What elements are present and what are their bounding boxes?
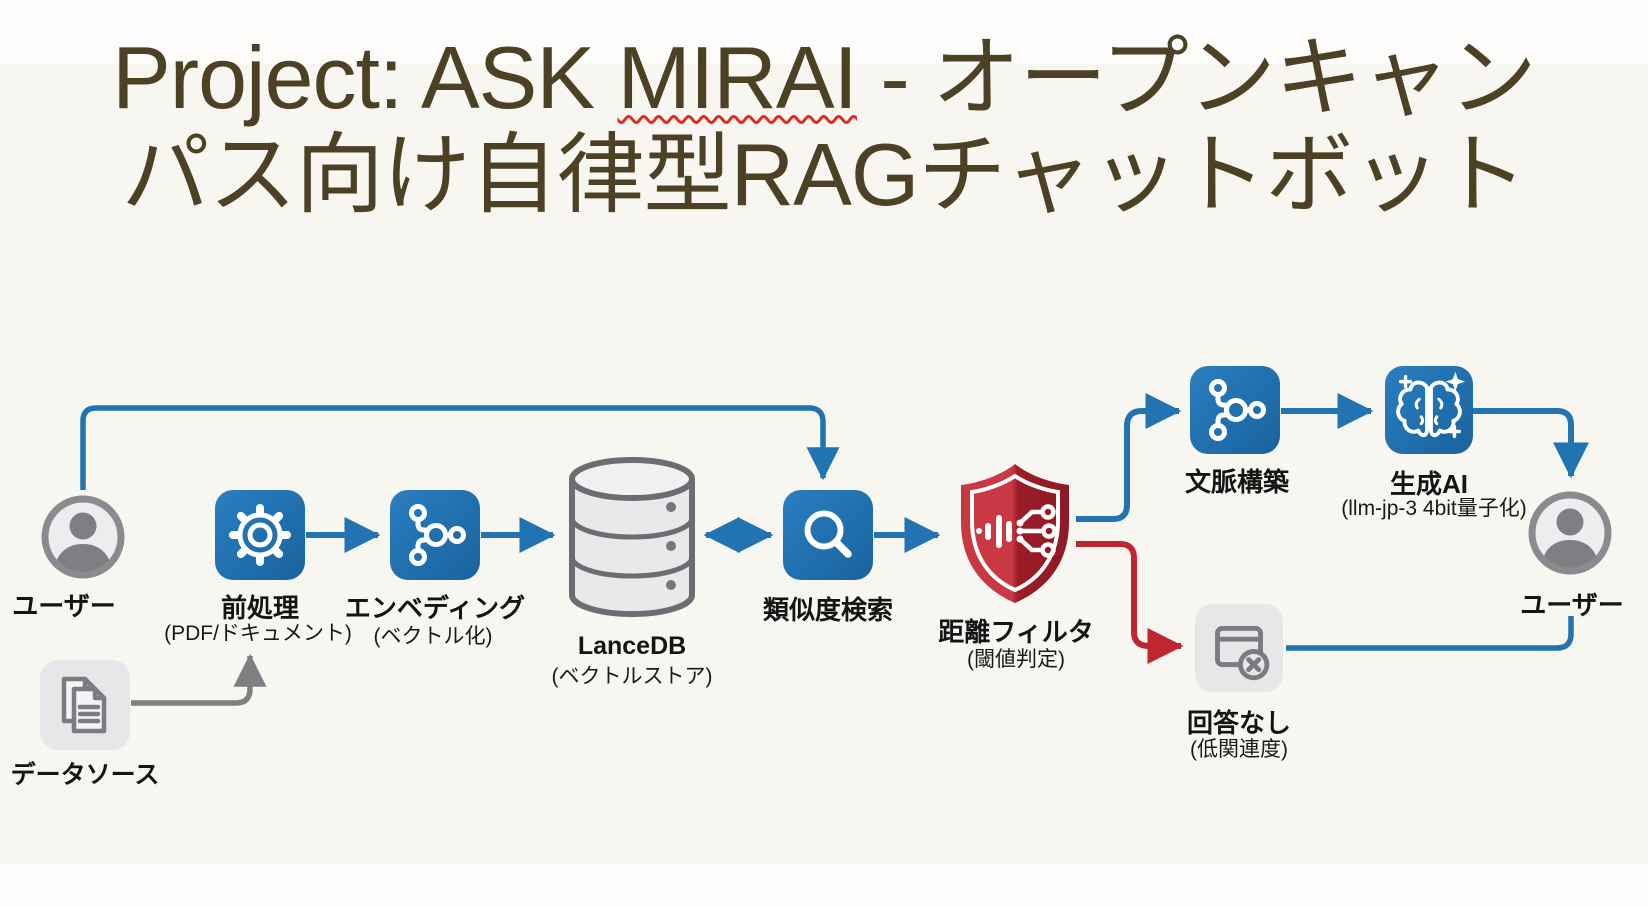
noanswer-sublabel: (低関連度) — [1190, 738, 1288, 761]
database-icon — [569, 457, 695, 617]
node-user-right — [1525, 488, 1615, 583]
gear-icon — [229, 504, 291, 566]
title-line2: パス向け自律型RAGチャットボット — [121, 124, 1528, 224]
node-embedding — [390, 490, 480, 580]
network-icon — [409, 504, 466, 566]
filter-sublabel: (閾値判定) — [967, 648, 1065, 671]
edge-user-to-search — [80, 405, 840, 490]
node-lancedb — [565, 455, 699, 630]
filter-label: 距離フィルタ — [938, 617, 1094, 647]
genai-sublabel: (llm-jp-3 4bit量子化) — [1341, 497, 1527, 520]
documents-icon — [61, 676, 107, 734]
embedding-sublabel: (ベクトル化) — [373, 625, 493, 648]
person-icon — [1528, 491, 1612, 575]
shield-icon — [961, 464, 1069, 603]
user-right-label: ユーザー — [1520, 590, 1624, 620]
edge-datasource-to-preprocess — [131, 653, 267, 706]
node-search — [783, 490, 873, 580]
search-label: 類似度検索 — [762, 595, 894, 625]
genai-label: 生成AI — [1389, 469, 1469, 499]
network-icon — [1209, 379, 1266, 441]
lancedb-sublabel: (ベクトルストア) — [551, 665, 713, 688]
person-icon — [41, 495, 125, 579]
node-context — [1190, 366, 1280, 454]
edge-filter-to-context — [1076, 393, 1182, 522]
search-icon — [804, 510, 852, 558]
node-noanswer — [1195, 604, 1283, 692]
title-spellcheck-word: MIRAI — [617, 28, 858, 127]
window-x-icon — [1215, 626, 1270, 681]
edge-filter-to-noanswer — [1076, 541, 1184, 664]
edge-genai-to-user — [1473, 408, 1589, 479]
user-left-label: ユーザー — [12, 591, 116, 621]
embedding-label: エンベディング — [344, 593, 526, 623]
node-datasource — [40, 660, 130, 750]
node-genai — [1385, 366, 1473, 454]
brain-icon — [1396, 371, 1466, 439]
preprocess-label: 前処理 — [220, 593, 300, 623]
lancedb-label: LanceDB — [577, 632, 687, 660]
title-suffix: - オープンキャン — [856, 28, 1536, 127]
datasource-label: データソース — [10, 761, 160, 789]
title-prefix: Project: ASK — [112, 28, 618, 127]
node-user-left — [38, 492, 128, 587]
slide-title: Project: ASK MIRAI - オープンキャン パス向け自律型RAGチ… — [0, 28, 1648, 224]
title-line1: Project: ASK MIRAI - オープンキャン — [0, 28, 1648, 127]
node-filter — [948, 460, 1082, 613]
context-label: 文脈構築 — [1184, 467, 1290, 497]
edge-noanswer-to-user — [1286, 616, 1574, 651]
noanswer-label: 回答なし — [1186, 708, 1292, 738]
preprocess-sublabel: (PDF/ドキュメント) — [164, 622, 352, 645]
node-preprocess — [215, 490, 305, 580]
